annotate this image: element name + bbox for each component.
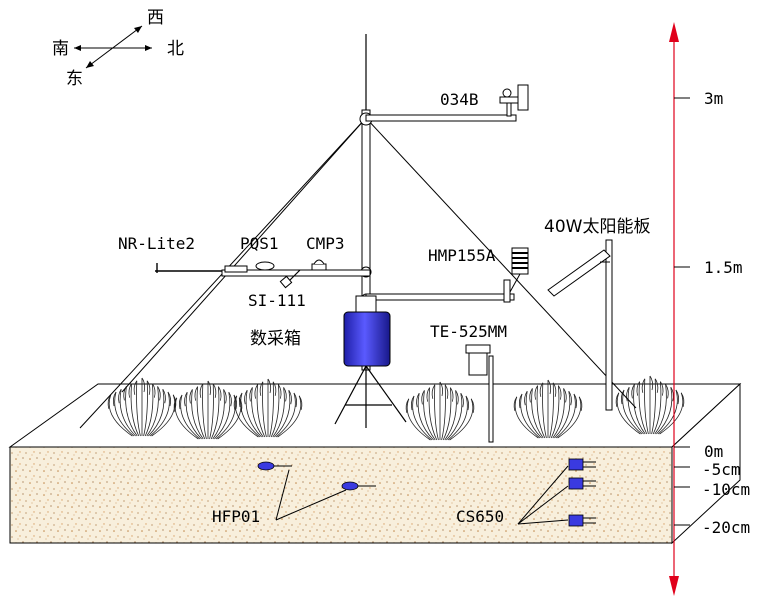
wind-vane-icon	[517, 84, 529, 111]
compass: 西 南 北 东	[52, 8, 184, 89]
compass-ew-axis	[85, 25, 143, 69]
compass-east-arrow-icon	[86, 61, 94, 68]
plant-icon	[513, 379, 583, 439]
label-pqs1: PQS1	[240, 234, 279, 253]
label-cmp3: CMP3	[306, 234, 345, 253]
label-nr-lite2: NR-Lite2	[118, 234, 195, 253]
compass-south-arrow-icon	[74, 45, 81, 51]
cs650-sensor-icon	[568, 477, 596, 490]
compass-west-label: 西	[147, 8, 164, 28]
rain-gauge: TE-525MM	[430, 322, 507, 443]
label-034b: 034B	[440, 90, 479, 109]
scale-label-1-5m: 1.5m	[704, 258, 743, 277]
solar-panel-icon	[547, 249, 611, 297]
scale-label-10cm: -10cm	[702, 480, 750, 499]
scale-label-20cm: -20cm	[702, 518, 750, 537]
radiation-crossarm	[221, 269, 371, 277]
rain-gauge-pole	[488, 355, 494, 443]
plant-icon	[405, 381, 475, 441]
pqs1-sensor-icon	[255, 261, 275, 271]
anemometer-arm: 034B	[365, 84, 529, 122]
hfp01-sensor-icon	[257, 461, 292, 471]
cs650-sensor-icon	[568, 458, 596, 471]
radiation-shield-icon	[511, 247, 529, 275]
top-crossarm	[365, 114, 517, 122]
compass-south-label: 南	[52, 39, 69, 59]
label-si111: SI-111	[248, 291, 306, 310]
temp-humidity-arm: HMP155A	[365, 246, 529, 303]
scale-up-arrow-icon	[669, 22, 679, 42]
scale-label-3m: 3m	[704, 89, 723, 108]
label-solar-panel: 40W太阳能板	[544, 217, 650, 237]
label-cs650: CS650	[456, 507, 504, 526]
logger-tripod	[334, 365, 407, 428]
solar-panel: 40W太阳能板	[544, 217, 650, 411]
si111-sensor-icon	[279, 275, 293, 289]
scale-label-0m: 0m	[704, 442, 723, 461]
logger-box: 数采箱	[250, 295, 407, 428]
plants	[107, 375, 685, 441]
soil-sensors: HFP01 CS650	[212, 458, 596, 527]
solar-panel-pole	[605, 239, 613, 411]
anemometer-cup-icon	[502, 88, 512, 98]
label-te525mm: TE-525MM	[430, 322, 507, 341]
label-logger-box: 数采箱	[250, 329, 301, 349]
hfp01-sensor-icon	[341, 481, 376, 491]
compass-west-arrow-icon	[134, 26, 142, 33]
cmp3-sensor-icon	[311, 263, 327, 271]
scale-label-5cm: -5cm	[702, 460, 741, 479]
logger-enclosure-icon	[343, 311, 391, 367]
nr-lite2-sensor-icon	[224, 265, 248, 273]
rain-gauge-funnel-icon	[465, 344, 491, 354]
plant-icon	[173, 380, 243, 440]
cs650-sensor-icon	[568, 514, 596, 527]
compass-east-label: 东	[66, 69, 83, 89]
hmp155a-crossarm	[365, 293, 515, 301]
label-hfp01: HFP01	[212, 507, 260, 526]
height-scale: 3m 1.5m 0m -5cm -10cm -20cm	[669, 22, 750, 596]
radiation-arm: NR-Lite2 PQS1 CMP3 SI-111	[118, 234, 371, 310]
ground-side-face	[671, 382, 741, 545]
ground-block	[8, 382, 742, 545]
plant-icon	[233, 378, 303, 438]
plant-icon	[615, 375, 685, 435]
label-hmp155a: HMP155A	[428, 246, 496, 265]
compass-north-label: 北	[167, 39, 184, 59]
soil-section	[9, 446, 673, 544]
compass-north-arrow-icon	[145, 45, 152, 51]
scale-down-arrow-icon	[669, 576, 679, 596]
